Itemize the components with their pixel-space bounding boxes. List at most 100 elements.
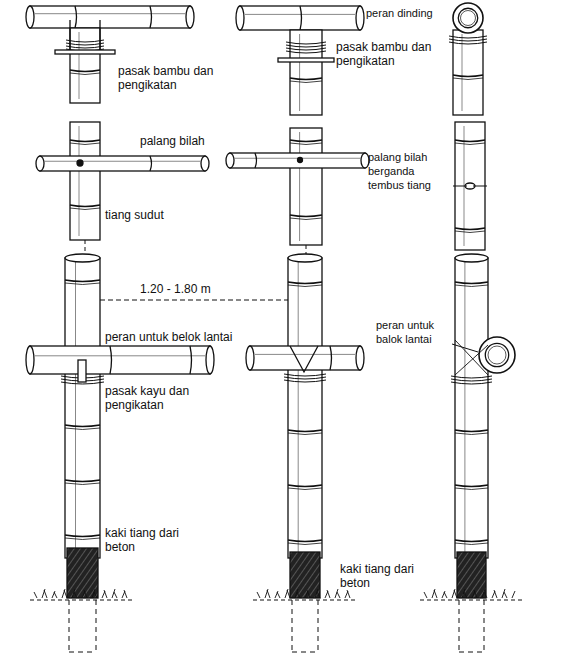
bamboo-node xyxy=(190,346,192,374)
cut-end xyxy=(26,6,34,28)
stroke xyxy=(474,590,477,598)
lashing xyxy=(290,346,318,372)
cut-end xyxy=(186,6,194,28)
lashing xyxy=(284,374,326,376)
lashing xyxy=(455,340,488,375)
lashing xyxy=(449,36,487,38)
stroke xyxy=(424,592,427,598)
bamboo-node xyxy=(453,78,483,80)
cut-end xyxy=(65,254,100,262)
lashing xyxy=(286,48,326,50)
bamboo-node xyxy=(65,283,100,285)
bamboo-node xyxy=(288,488,322,490)
bamboo-beam xyxy=(40,156,205,171)
stroke xyxy=(454,590,457,598)
stroke xyxy=(287,590,290,598)
stroke xyxy=(114,592,117,598)
cut-end xyxy=(26,346,34,374)
stroke xyxy=(96,600,97,652)
stroke xyxy=(74,592,77,598)
bamboo-node xyxy=(65,480,100,482)
bamboo-node xyxy=(70,73,100,75)
part-label: kaki tiang dari beton xyxy=(340,562,430,590)
bamboo-node xyxy=(65,280,100,282)
concrete-base xyxy=(290,552,320,598)
cut-end xyxy=(206,346,214,374)
bamboo-post xyxy=(70,122,100,240)
stroke xyxy=(292,652,318,653)
bamboo-node xyxy=(70,70,100,72)
stroke xyxy=(44,590,47,598)
bamboo-node xyxy=(288,485,322,487)
bamboo-node xyxy=(75,6,77,28)
bamboo-node xyxy=(455,540,488,542)
bamboo-node xyxy=(70,205,100,207)
bamboo-peg xyxy=(278,58,334,62)
stroke xyxy=(75,262,76,554)
bamboo-node xyxy=(70,208,100,210)
stroke xyxy=(298,262,299,554)
concrete-base xyxy=(67,548,98,598)
part-label: palang bilah xyxy=(140,134,205,148)
bamboo-section xyxy=(485,343,508,366)
bamboo-node xyxy=(290,215,322,217)
part-label: peran dinding xyxy=(366,6,433,20)
bamboo-node xyxy=(150,6,152,28)
bamboo-beam xyxy=(250,346,360,370)
stroke xyxy=(52,591,55,598)
lashing xyxy=(451,382,492,384)
bamboo-node xyxy=(65,535,100,537)
bamboo-node xyxy=(65,428,100,430)
bamboo-node xyxy=(455,231,485,233)
wood-peg xyxy=(78,360,86,382)
bamboo-node xyxy=(290,143,322,145)
bamboo-beam xyxy=(30,346,210,374)
stroke xyxy=(267,590,270,598)
stroke xyxy=(253,600,357,601)
stroke xyxy=(30,600,135,601)
lashing xyxy=(451,379,492,381)
bamboo-node xyxy=(255,153,257,168)
cut-end xyxy=(226,153,234,168)
cut-end xyxy=(361,153,369,168)
bamboo-node xyxy=(65,483,100,485)
bamboo-post xyxy=(453,30,483,115)
bamboo-post xyxy=(290,30,322,115)
stroke xyxy=(34,592,37,598)
lashing xyxy=(449,39,487,41)
stroke xyxy=(94,592,97,598)
stroke xyxy=(504,592,507,598)
stroke xyxy=(35,355,205,356)
lashing xyxy=(66,43,104,45)
stroke xyxy=(494,590,497,598)
stroke xyxy=(317,592,320,598)
stroke xyxy=(318,600,319,652)
stroke xyxy=(299,34,300,111)
cut-end xyxy=(455,254,488,262)
bamboo-post xyxy=(70,28,100,103)
stroke xyxy=(464,262,465,554)
bamboo-section xyxy=(479,337,515,373)
lashing xyxy=(451,376,492,378)
bamboo-node xyxy=(453,75,483,77)
bamboo-node xyxy=(455,543,488,545)
bamboo-peg xyxy=(55,50,115,54)
bamboo-node xyxy=(70,140,100,142)
bamboo-node xyxy=(288,285,322,287)
bamboo-node xyxy=(455,143,485,145)
stroke xyxy=(462,34,463,111)
bamboo-node xyxy=(288,433,322,435)
stroke xyxy=(79,126,80,236)
stroke xyxy=(444,592,447,598)
part-label: kaki tiang dari beton xyxy=(105,526,195,554)
stroke xyxy=(257,592,260,598)
part-label: pasak bambu dan pengikatan xyxy=(118,64,218,92)
bamboo-node xyxy=(290,78,322,80)
part-label: peran untuk belok lantai xyxy=(105,330,232,344)
stroke xyxy=(104,590,107,598)
stroke xyxy=(277,592,280,598)
bamboo-beam xyxy=(230,153,365,168)
stroke xyxy=(337,592,340,598)
cut-end xyxy=(246,346,254,370)
bamboo-node xyxy=(70,143,100,145)
